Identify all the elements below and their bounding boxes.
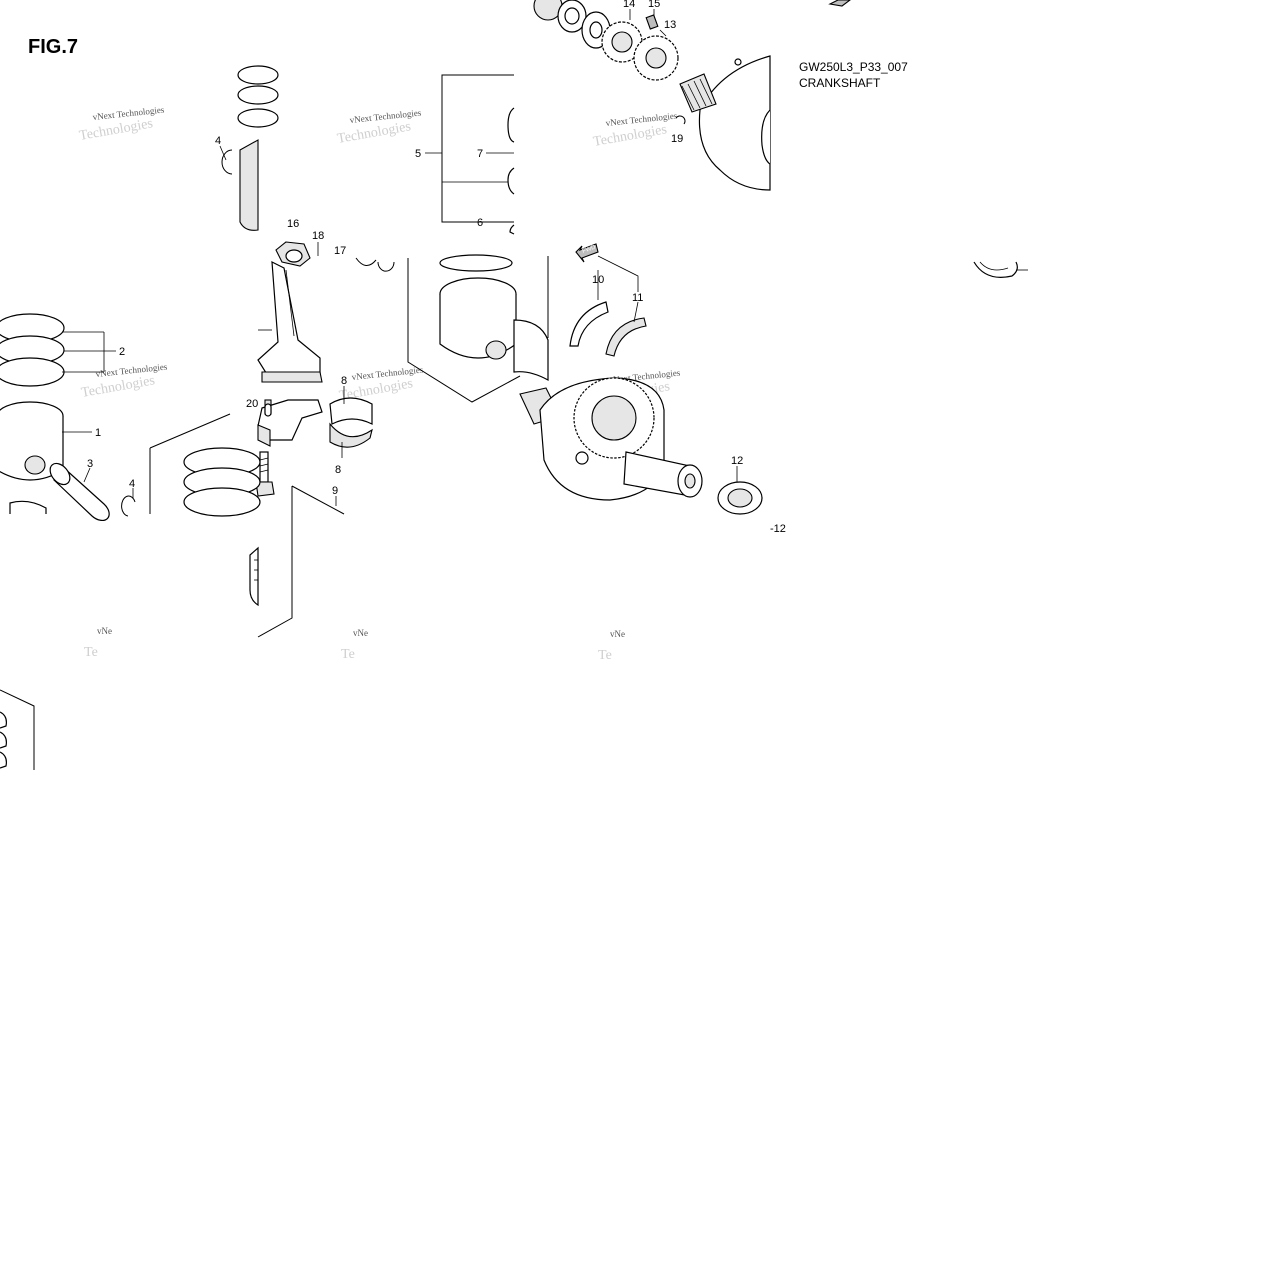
watermark-text: vNe bbox=[97, 626, 112, 636]
piston-ring-stack-top bbox=[237, 65, 279, 231]
watermark-text: Technologies bbox=[80, 373, 156, 401]
connecting-rod-bolt-part bbox=[255, 451, 275, 497]
callout-14: 14 bbox=[623, 0, 635, 10]
fwd-label: FWD bbox=[582, 244, 598, 255]
crank-bearing-part bbox=[329, 386, 373, 458]
thrust-washer-part bbox=[569, 255, 647, 357]
piston-pin-part bbox=[49, 462, 110, 522]
callout-17: 17 bbox=[334, 245, 346, 257]
watermark-text: vNext Technologies bbox=[605, 110, 678, 128]
piston-part bbox=[249, 546, 259, 607]
callout-4: 4 bbox=[215, 135, 221, 147]
piston-part-cropped bbox=[9, 500, 47, 514]
arrow-marker bbox=[828, 0, 851, 7]
callout-11: 11 bbox=[632, 292, 643, 304]
fwd-direction-marker: FWD bbox=[575, 243, 599, 263]
figure-meta: GW250L3_P33_007 CRANKSHAFT bbox=[799, 59, 908, 91]
watermark-text: Te bbox=[84, 645, 98, 660]
callout-1: 1 bbox=[95, 427, 101, 439]
callout-3: 3 bbox=[87, 458, 93, 470]
piston-ring-set bbox=[0, 313, 116, 387]
watermark-text: vNext Technologies bbox=[351, 364, 424, 382]
spring-pin-part bbox=[645, 9, 659, 30]
callout-5: 5 bbox=[415, 148, 421, 160]
piston-part bbox=[0, 401, 92, 481]
figure-title: FIG.7 bbox=[28, 36, 79, 58]
dowel-pin-part bbox=[264, 403, 272, 417]
watermark-text: Technologies bbox=[78, 116, 154, 144]
callout-labels: 2 1 3 4 4 5 7 6 16 18 17 20 8 8 9 10 11 … bbox=[87, 0, 786, 535]
watermark-text: vNe bbox=[610, 629, 625, 639]
gear-stack-part bbox=[533, 0, 611, 49]
circlip-part bbox=[121, 488, 136, 517]
piston-ring-set-cropped bbox=[0, 689, 35, 770]
watermark-text: Te bbox=[598, 648, 612, 663]
watermark-text: Technologies bbox=[592, 122, 668, 150]
crankshaft-part bbox=[513, 319, 703, 501]
callout-8: 8 bbox=[341, 375, 347, 387]
callout-15: 15 bbox=[648, 0, 660, 10]
bracket-frame-9 bbox=[257, 485, 345, 638]
callout-9: 9 bbox=[332, 485, 338, 497]
bearing-part bbox=[717, 466, 763, 515]
watermark-text: Technologies bbox=[336, 119, 412, 147]
ring-part-faint bbox=[973, 261, 1028, 278]
callout-2: 2 bbox=[119, 346, 125, 358]
callout-8: 8 bbox=[335, 464, 341, 476]
piston-part bbox=[407, 254, 549, 403]
watermark-text: vNext Technologies bbox=[349, 107, 422, 125]
callout-12-ref: -12 bbox=[770, 523, 786, 535]
bracket-frame-5 bbox=[425, 74, 515, 235]
callout-10: 10 bbox=[592, 274, 604, 286]
callout-18: 18 bbox=[312, 230, 324, 242]
connecting-rod-part bbox=[257, 241, 323, 383]
piston-group-lower bbox=[149, 413, 261, 517]
figure-name: CRANKSHAFT bbox=[799, 76, 881, 90]
figure-code: GW250L3_P33_007 bbox=[799, 60, 908, 74]
callout-7: 7 bbox=[477, 148, 483, 160]
watermark-text: vNe bbox=[353, 628, 368, 638]
callout-19: 19 bbox=[671, 133, 683, 145]
watermark-text: Te bbox=[341, 647, 355, 662]
callout-4: 4 bbox=[129, 478, 135, 490]
callout-6: 6 bbox=[477, 217, 483, 229]
gear-part bbox=[601, 9, 679, 81]
crankshaft-flywheel-part bbox=[675, 55, 771, 191]
callout-13: 13 bbox=[664, 19, 676, 31]
callout-16: 16 bbox=[287, 218, 299, 230]
ring-clip-part bbox=[317, 242, 395, 272]
callout-20: 20 bbox=[246, 398, 258, 410]
callout-12: 12 bbox=[731, 455, 743, 467]
circlip-part bbox=[219, 145, 233, 175]
